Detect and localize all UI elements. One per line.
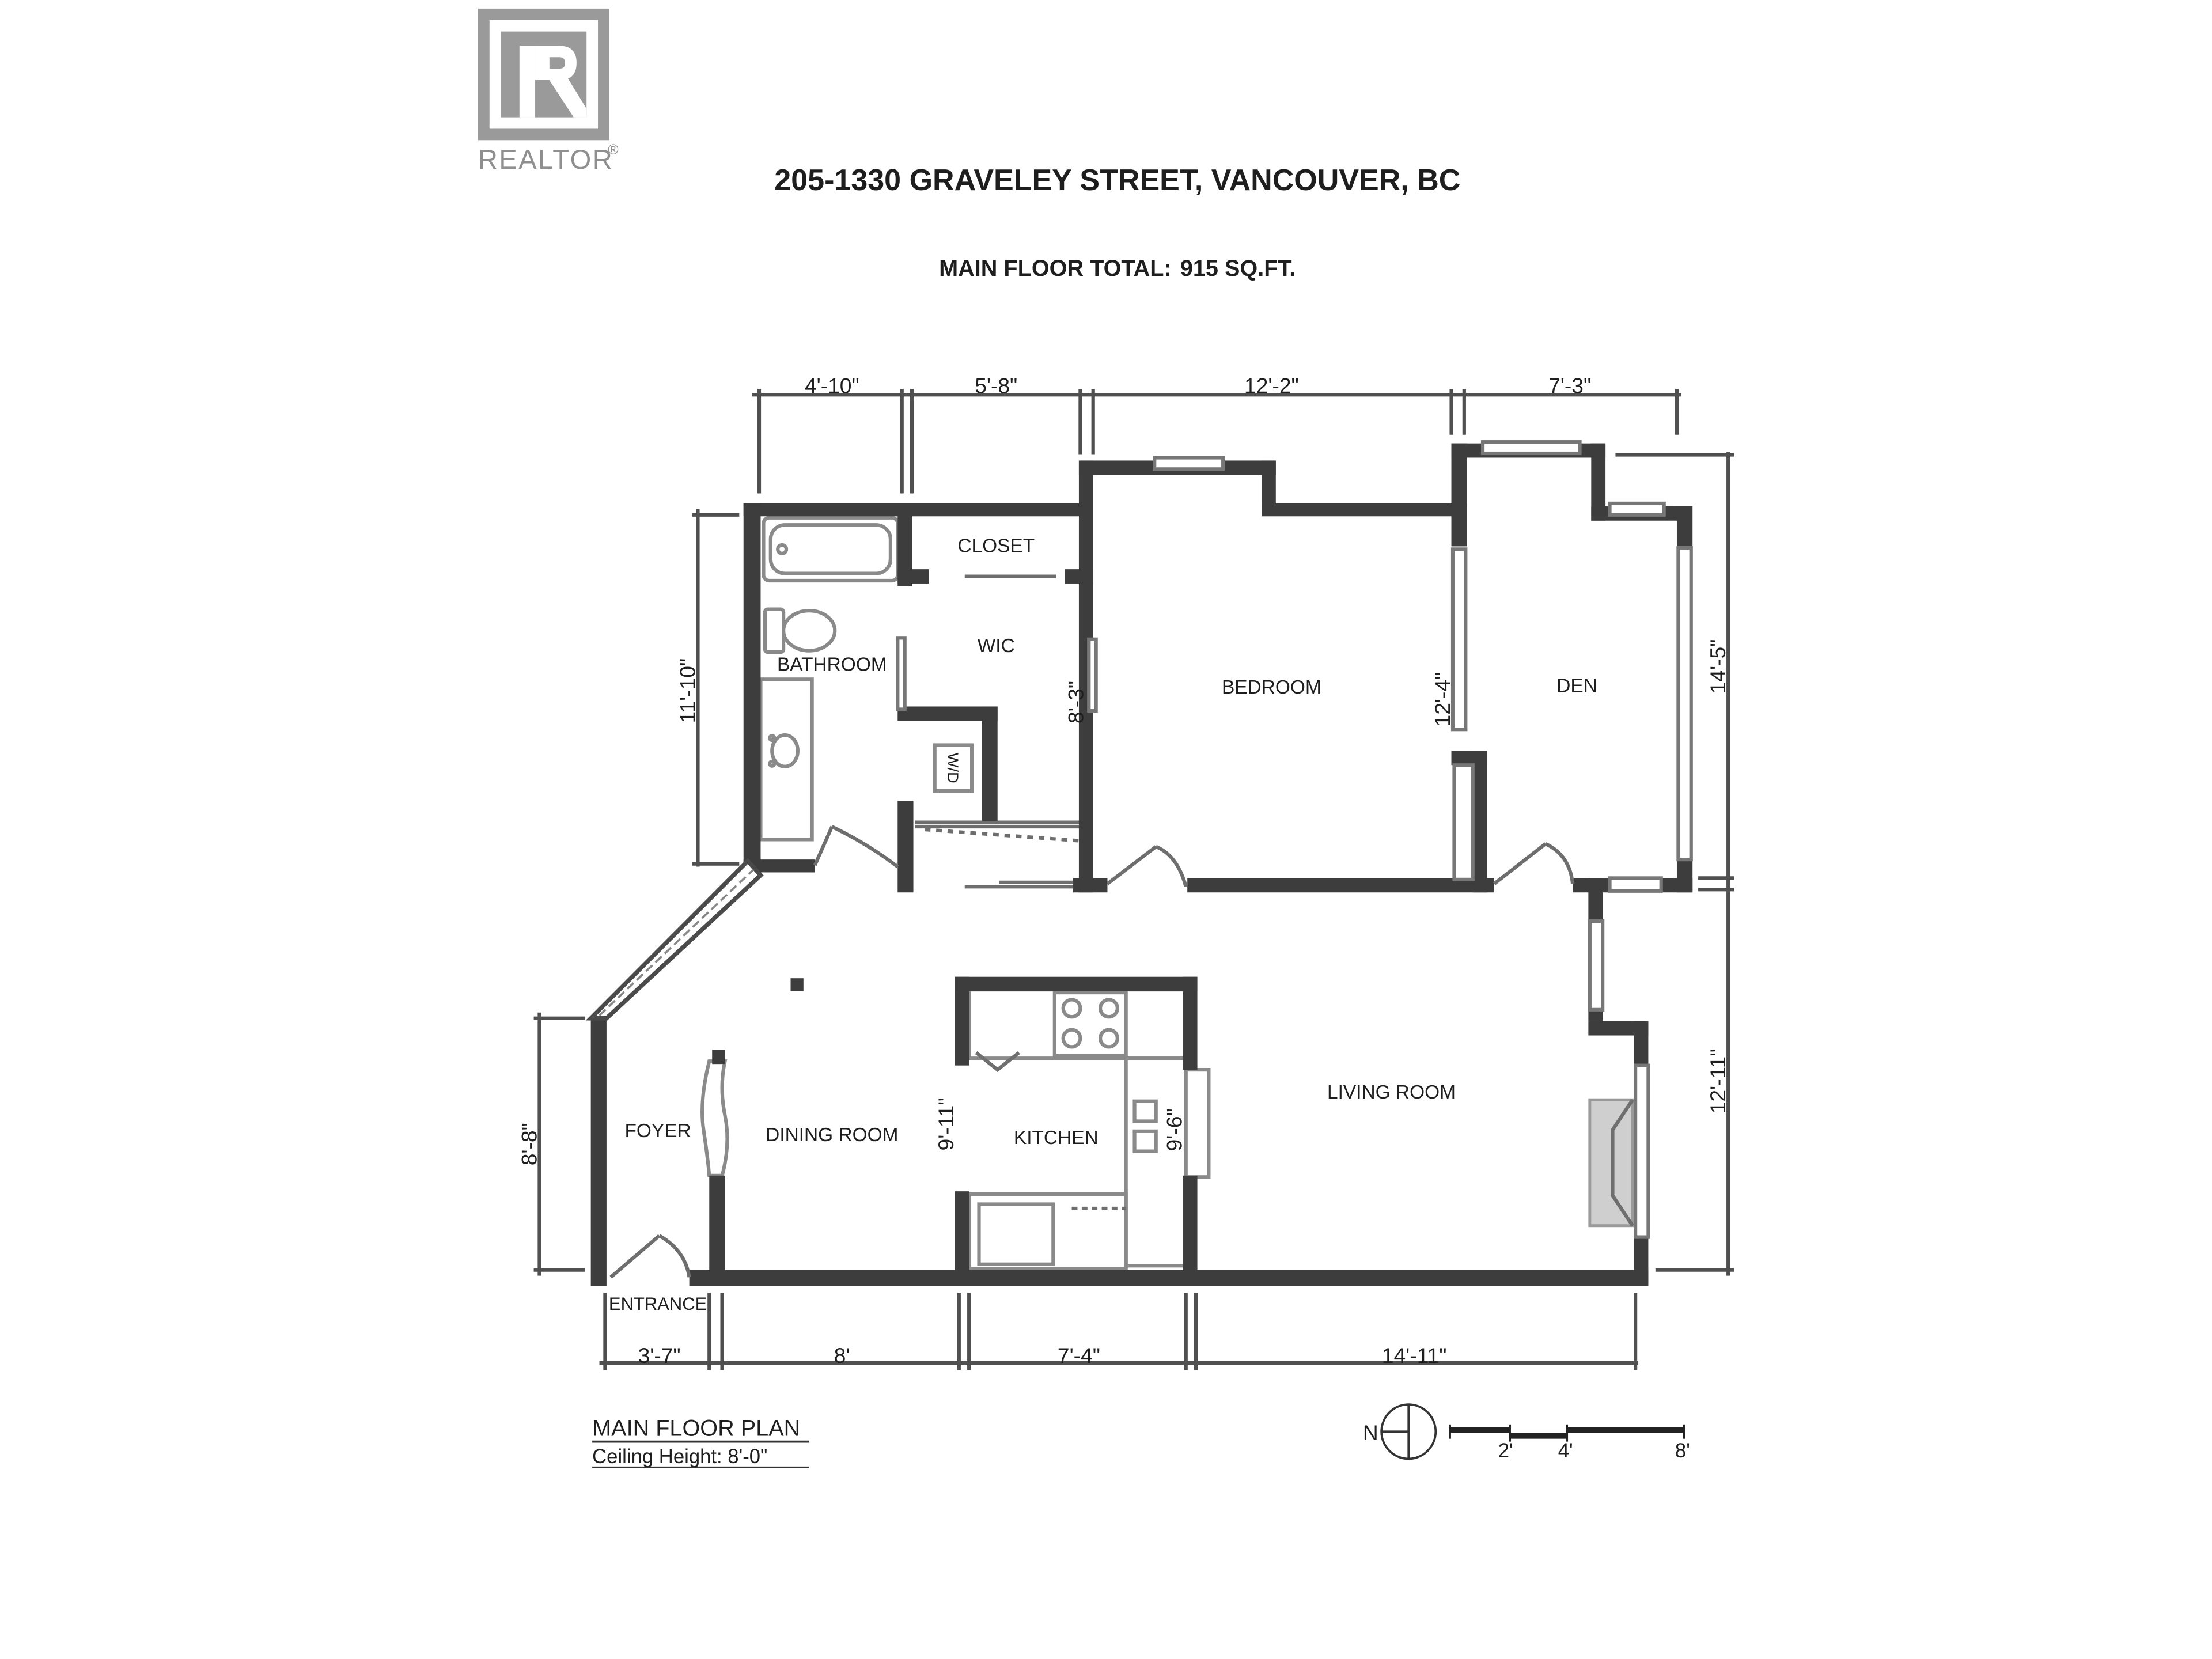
- north-arrow: N: [1363, 1403, 1437, 1460]
- scale-label-2: 2': [1498, 1440, 1513, 1462]
- washer-dryer-label: W/D: [944, 753, 962, 783]
- room-entrance: ENTRANCE: [609, 1294, 707, 1314]
- dim-top-4: 7'-3": [1548, 374, 1591, 398]
- plan-title: MAIN FLOOR PLAN: [592, 1416, 800, 1441]
- dim-bedroom-height: 12'-4": [1430, 672, 1455, 727]
- realtor-logo: REALTOR ®: [478, 8, 619, 175]
- kitchen-sink-window: [1184, 1068, 1211, 1179]
- dimension-labels: 4'-10" 5'-8" 12'-2" 7'-3" 3'-7" 8' 7'-4"…: [517, 374, 1730, 1368]
- dim-bottom-2: 8': [834, 1343, 850, 1368]
- dining-partition: [700, 1059, 729, 1177]
- walls: [590, 443, 1693, 1286]
- dim-left-lower: 8'-8": [517, 1123, 541, 1165]
- doors: [609, 574, 1575, 1279]
- scale-bar: 2' 4' 8': [1449, 1424, 1690, 1462]
- kitchen-counter-right: [1124, 1056, 1188, 1268]
- dim-top-1: 4'-10": [805, 374, 859, 398]
- room-labels: CLOSET WIC BATHROOM BEDROOM DEN FOYER DI…: [609, 535, 1597, 1314]
- room-bathroom: BATHROOM: [777, 654, 887, 675]
- dim-bottom-1: 3'-7": [638, 1343, 681, 1368]
- north-label: N: [1363, 1421, 1378, 1445]
- room-den: DEN: [1556, 676, 1597, 697]
- room-closet: CLOSET: [957, 535, 1035, 556]
- dim-right-lower: 12'-11": [1706, 1049, 1730, 1114]
- ceiling-height: Ceiling Height: 8'-0": [592, 1446, 767, 1468]
- room-bedroom: BEDROOM: [1222, 677, 1321, 698]
- diagonal-wall-window: [585, 858, 764, 1021]
- floor-total-value: 915 SQ.FT.: [1180, 256, 1296, 281]
- dim-right-upper: 14'-5": [1706, 639, 1730, 694]
- floor-total-label: MAIN FLOOR TOTAL:: [939, 256, 1172, 281]
- dim-bottom-4: 14'-11": [1382, 1343, 1447, 1368]
- dim-top-2: 5'-8": [975, 374, 1017, 398]
- scale-label-8: 8': [1675, 1440, 1690, 1462]
- toilet: [763, 607, 786, 654]
- dim-top-3: 12'-2": [1244, 374, 1299, 398]
- registered-mark: ®: [608, 142, 618, 158]
- room-kitchen: KITCHEN: [1014, 1127, 1099, 1149]
- dim-kitchen-height: 9'-6": [1162, 1108, 1186, 1151]
- room-dining: DINING ROOM: [766, 1124, 898, 1146]
- room-foyer: FOYER: [625, 1120, 691, 1142]
- logo-text: REALTOR: [478, 144, 613, 175]
- windows: [896, 440, 1693, 1239]
- address-title: 205-1330 GRAVELEY STREET, VANCOUVER, BC: [774, 164, 1460, 197]
- dim-dining-height: 9'-11": [934, 1097, 958, 1150]
- dim-left-upper: 11'-10": [676, 658, 700, 724]
- dimension-lines: [533, 389, 1734, 1370]
- dim-wic-height: 8'-3": [1063, 681, 1088, 724]
- fixtures: [700, 516, 1634, 1271]
- washer-dryer: [933, 743, 974, 793]
- room-living: LIVING ROOM: [1327, 1082, 1456, 1103]
- dim-bottom-3: 7'-4": [1058, 1343, 1100, 1368]
- room-wic: WIC: [978, 635, 1015, 657]
- scale-label-4: 4': [1558, 1440, 1573, 1462]
